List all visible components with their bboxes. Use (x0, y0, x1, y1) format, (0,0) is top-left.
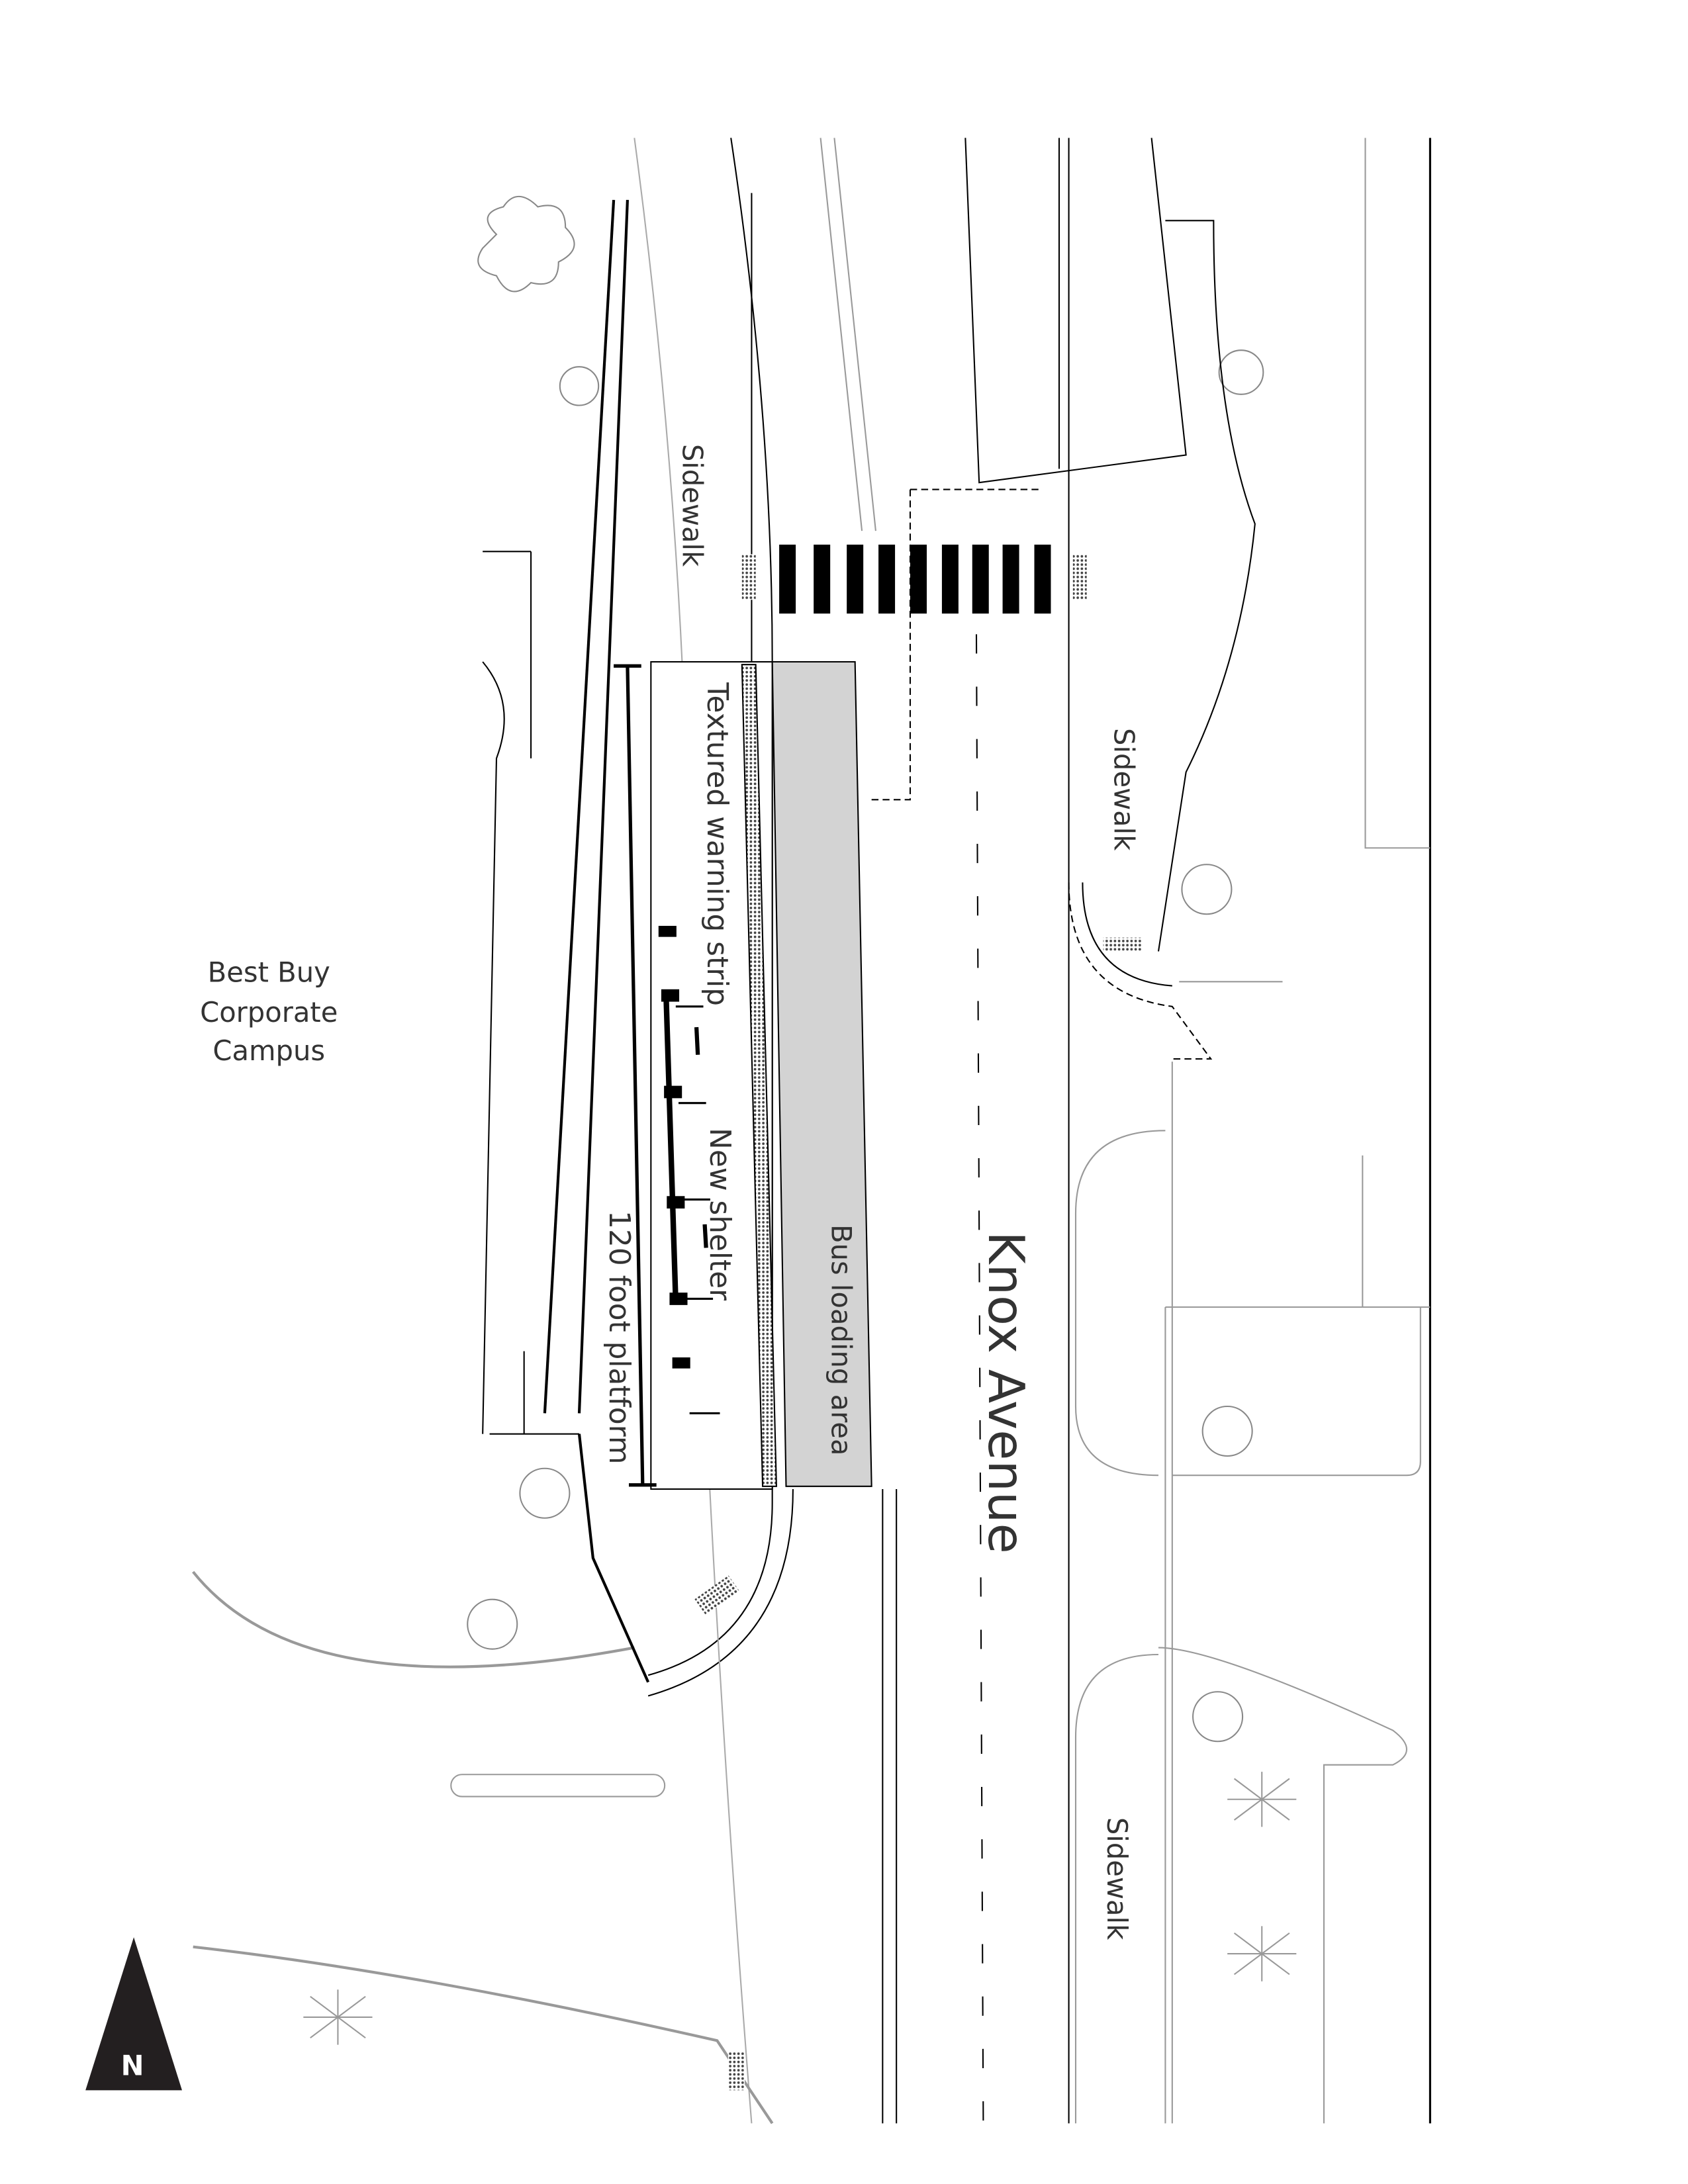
crosswalk (694, 544, 1142, 2091)
campus-label-line2: Corporate (200, 996, 338, 1028)
north-label: N (121, 2049, 144, 2081)
sidewalk-label-right-upper: Sidewalk (1107, 728, 1140, 850)
road-lines (192, 138, 1256, 2124)
shelter (658, 925, 720, 1414)
trees (303, 196, 1297, 2045)
warning-strip (741, 664, 777, 1487)
campus-label-line3: Campus (212, 1034, 325, 1067)
north-arrow: N (85, 1937, 182, 2091)
bus-loading-area (771, 660, 872, 1487)
sidewalk-label-right-lower: Sidewalk (1101, 1817, 1133, 1940)
sidewalk-label-left: Sidewalk (676, 444, 708, 567)
bus-loading-label: Bus loading area (825, 1224, 857, 1456)
campus-label-line1: Best Buy (208, 956, 330, 988)
street-name: Knox Avenue (977, 1231, 1035, 1553)
new-shelter-label: New shelter (703, 1128, 737, 1300)
platform-dimension (614, 664, 657, 1487)
buildings-right (1074, 138, 1430, 2124)
platform-label: 120 foot platform (602, 1210, 636, 1464)
north-arrow-icon (85, 1937, 182, 2091)
retaining-wall (482, 199, 650, 1683)
warning-strip-label: Textured warning strip (700, 682, 734, 1006)
